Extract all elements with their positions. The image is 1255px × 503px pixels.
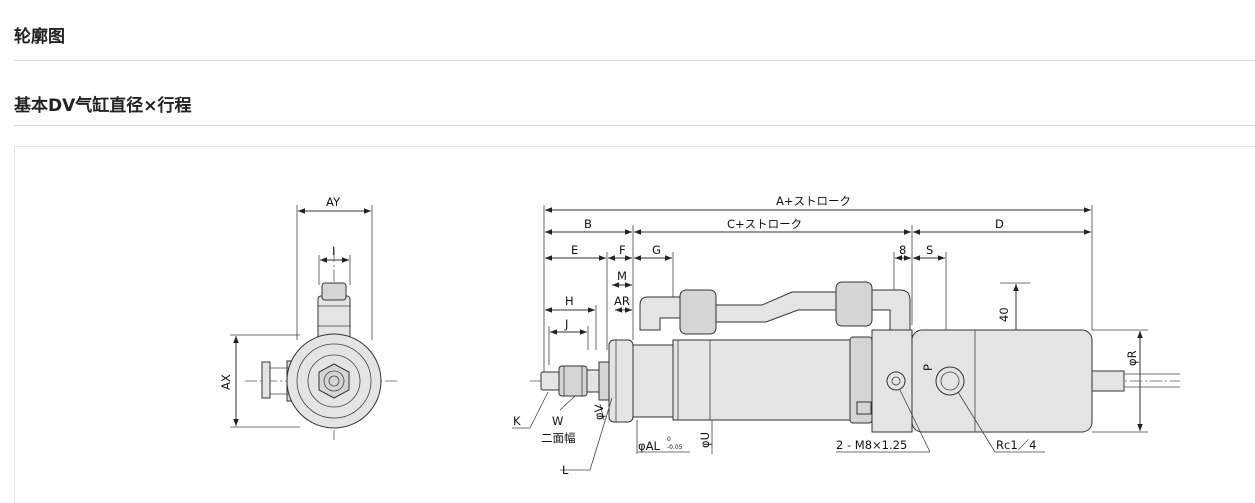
subsection-title: 基本DV气缸直径×行程 [14, 96, 192, 116]
label-rc-port: Rc1／4 [996, 438, 1036, 452]
dim-ay: AY [326, 195, 341, 209]
dim-b: B [584, 217, 592, 231]
dim-phi-r: φR [1125, 350, 1139, 366]
label-phi-al: φAL [638, 439, 660, 453]
divider [14, 125, 1255, 126]
dim-40: 40 [997, 307, 1011, 322]
label-al-tol-upper: 0 [667, 436, 671, 443]
dim-m: M [617, 269, 627, 283]
dim-c-stroke: C+ストローク [727, 217, 802, 231]
label-phi-v: φV [592, 404, 606, 420]
dim-s: S [926, 243, 933, 257]
drawing-panel [14, 146, 1255, 503]
dim-e: E [571, 243, 578, 257]
section-title: 轮廓图 [14, 27, 65, 47]
label-w: W [552, 414, 563, 428]
dim-ar: AR [614, 294, 630, 308]
dim-d: D [995, 217, 1004, 231]
dim-8: 8 [899, 243, 906, 257]
label-tapped-holes: 2 - M8×1.25 [836, 438, 907, 452]
dim-j: J [564, 317, 568, 331]
label-k: K [513, 414, 521, 428]
dim-f: F [619, 243, 626, 257]
label-phi-u: φU [698, 432, 712, 448]
end-view [230, 205, 400, 440]
dim-g: G [652, 243, 661, 257]
dim-i: I [332, 244, 335, 258]
dim-h: H [565, 294, 574, 308]
label-l: L [562, 463, 569, 477]
dim-a-stroke: A+ストローク [776, 194, 851, 208]
dim-p: P [921, 364, 935, 371]
dim-ax: AX [219, 374, 233, 390]
divider [14, 60, 1255, 61]
label-flats: 二面幅 [541, 431, 576, 445]
label-al-tol-lower: -0.05 [667, 444, 683, 451]
dimension-labels: AY I AX A+ストローク B C+ストローク D E F G 8 S M … [219, 194, 1139, 477]
side-view [512, 205, 1180, 471]
